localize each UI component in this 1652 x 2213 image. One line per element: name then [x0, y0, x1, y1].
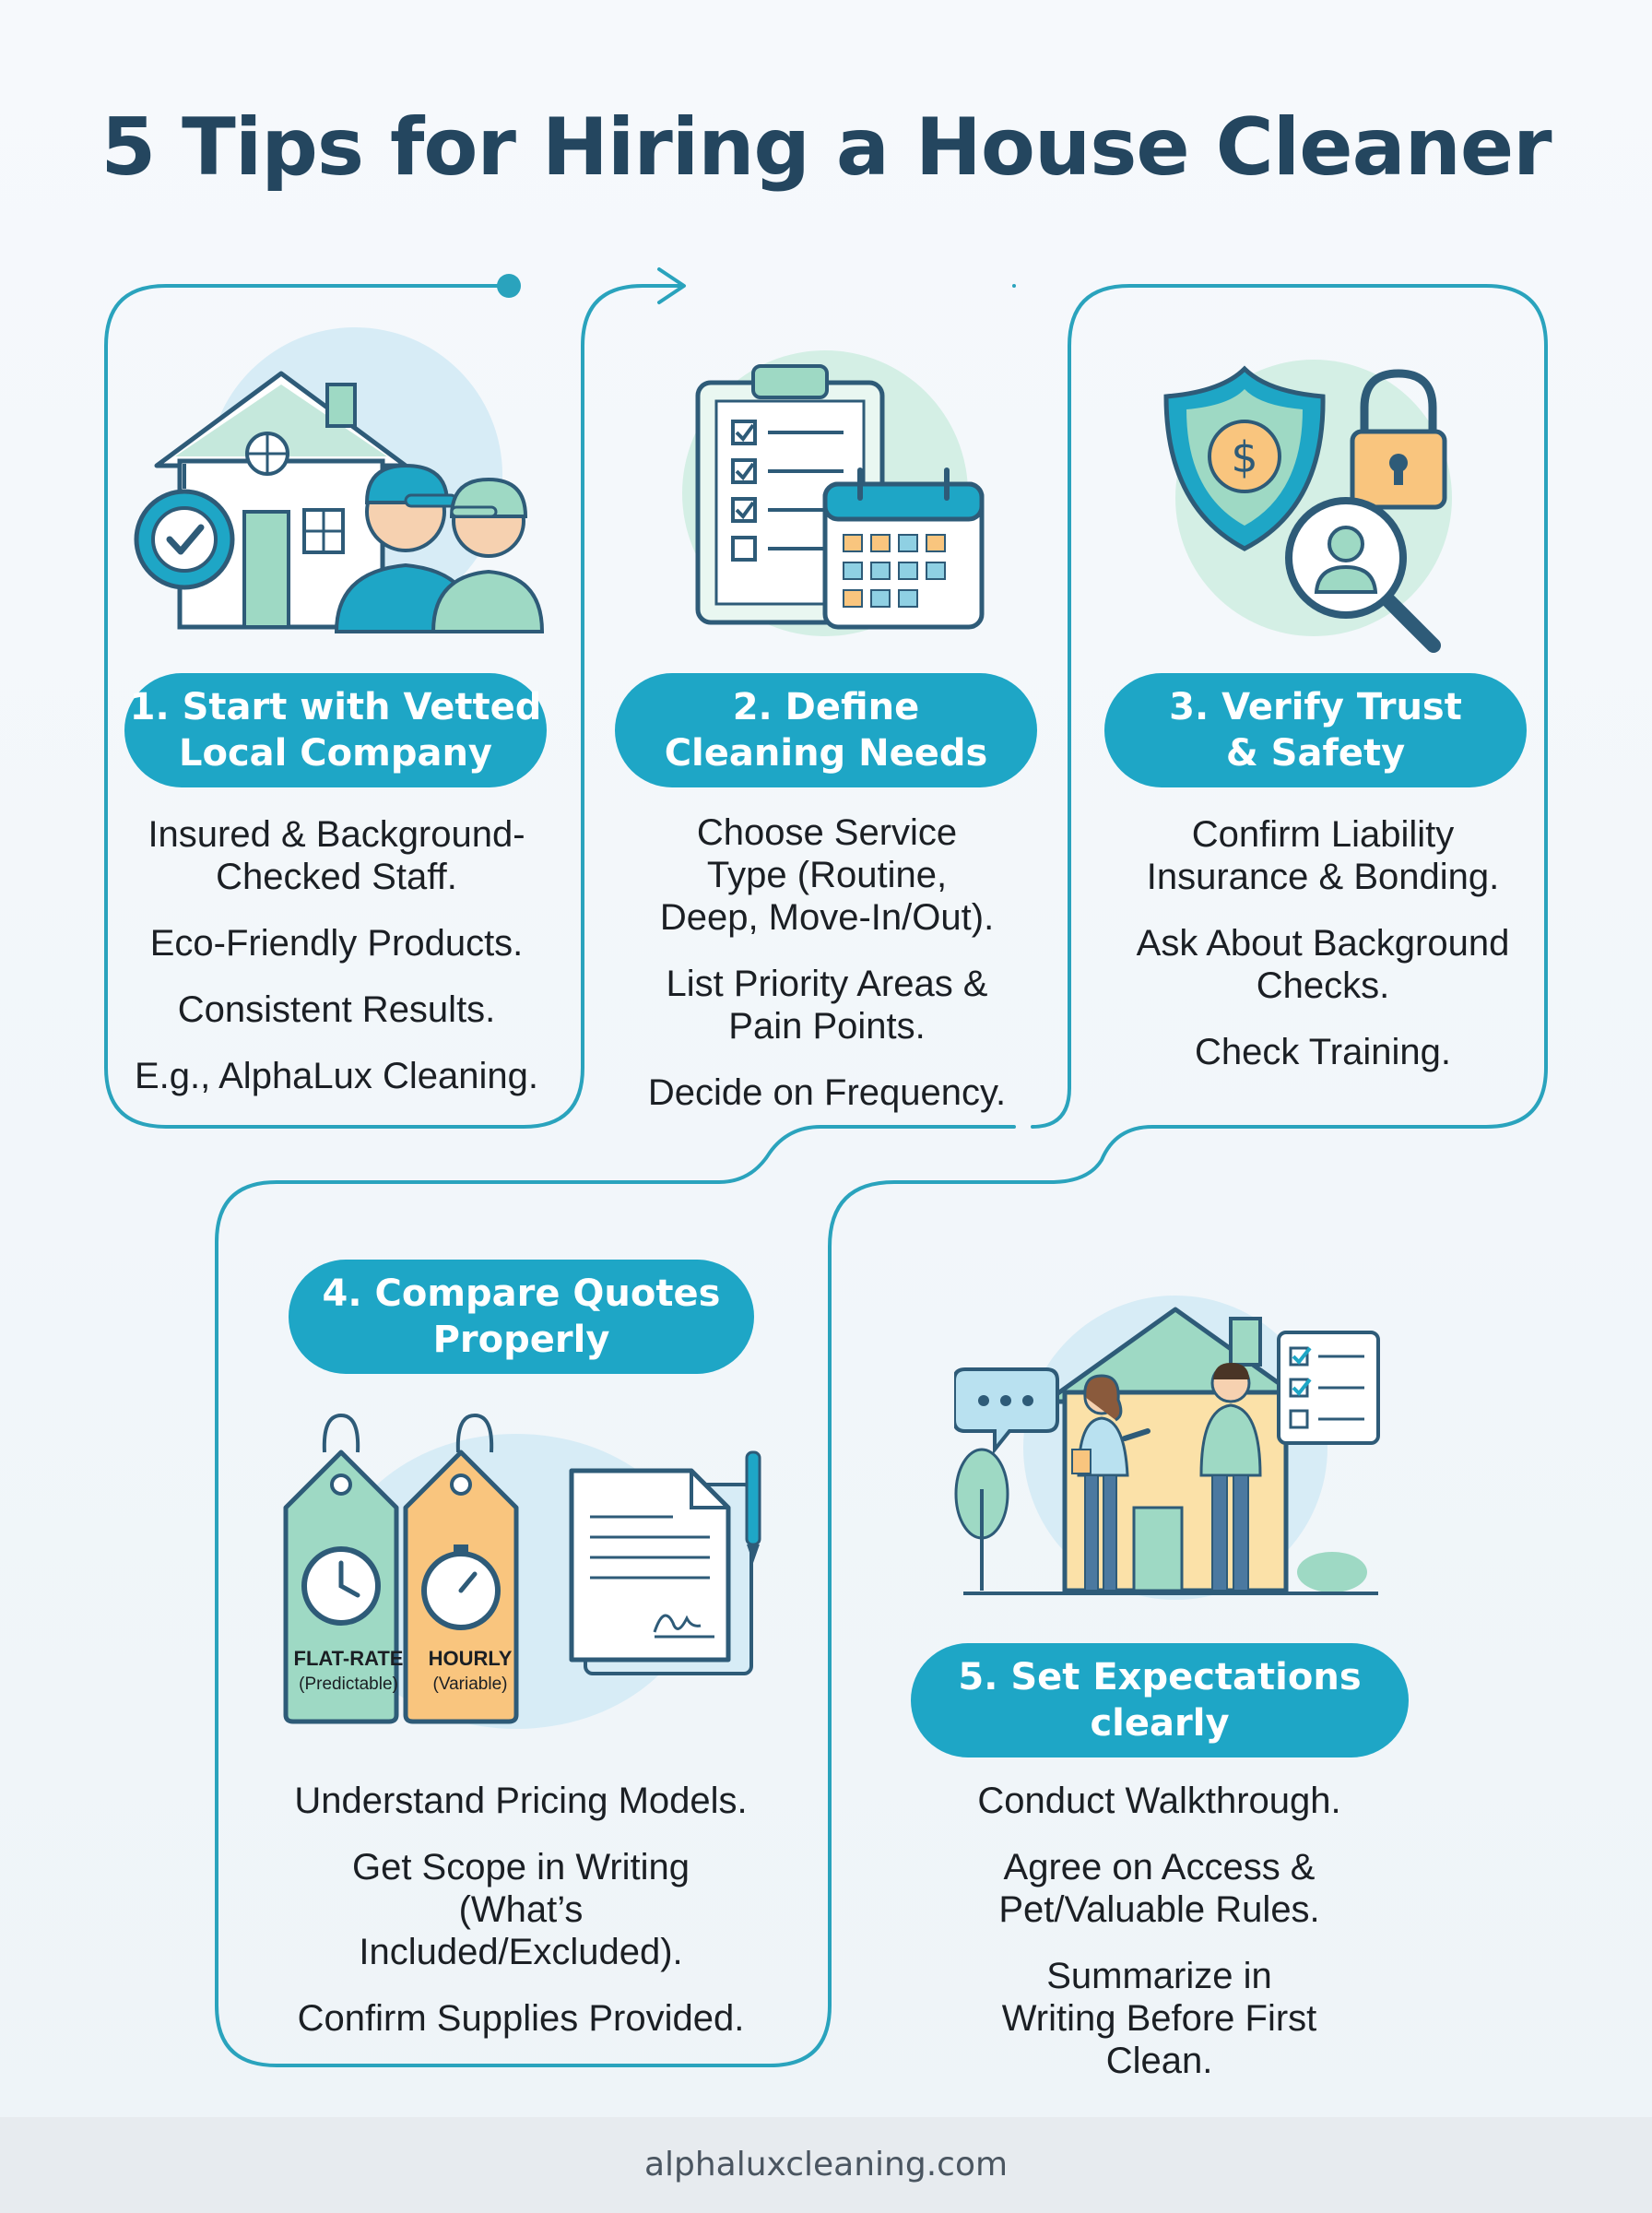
verified-badge-icon [134, 464, 235, 590]
cleaner-staff-icon [334, 463, 545, 633]
tip4-heading: 4. Compare Quotes Properly [289, 1260, 754, 1374]
tip1-body: Insured & Background-Checked Staff. Eco-… [120, 813, 553, 1121]
tip1-item: E.g., AlphaLux Cleaning. [134, 1056, 539, 1096]
tag-hourly-sub: (Variable) [432, 1675, 508, 1694]
tag-hourly-label: HOURLY [428, 1647, 513, 1670]
tip4-item: Understand Pricing Models. [294, 1781, 748, 1821]
tip5-body: Conduct Walkthrough. Agree on Access & P… [940, 1780, 1378, 2106]
tip1-heading-line1: 1. Start with Vetted [129, 686, 542, 728]
tip5-heading: 5. Set Expectations clearly [911, 1643, 1409, 1757]
tip3-heading-line2: & Safety [1225, 732, 1406, 775]
tip1-heading-line2: Local Company [179, 732, 492, 775]
footer-url[interactable]: alphaluxcleaning.com [0, 2117, 1652, 2213]
shield-dollar-icon: $ [1163, 365, 1326, 551]
padlock-icon [1350, 369, 1447, 510]
tag-flat-rate-sub: (Predictable) [299, 1675, 398, 1694]
checklist-icon [1277, 1331, 1380, 1445]
path-arrow-icon [657, 267, 686, 304]
tip5-illustration [954, 1296, 1380, 1600]
price-tag-icon [283, 1414, 519, 1724]
tip4-illustration [283, 1414, 761, 1729]
tip5-heading-line2: clearly [1090, 1702, 1230, 1745]
page-title: 5 Tips for Hiring a House Cleaner [100, 101, 1552, 194]
tip1-item: Consistent Results. [177, 989, 496, 1030]
tag-flat-rate-label: FLAT-RATE [293, 1647, 404, 1670]
tip2-heading-line2: Cleaning Needs [664, 732, 988, 775]
tip4-item: Get Scope in Writing (What’s Included/Ex… [351, 1847, 690, 1972]
path-start-dot [497, 274, 521, 298]
tip3-item: Check Training. [1195, 1032, 1451, 1072]
tip3-heading: 3. Verify Trust & Safety [1104, 673, 1527, 787]
tip1-item: Eco-Friendly Products. [149, 923, 524, 964]
calendar-icon [822, 467, 985, 630]
tip5-item: Agree on Access & Pet/Valuable Rules. [998, 1847, 1320, 1930]
tip5-item: Summarize in Writing Before First Clean. [1001, 1956, 1317, 2081]
chat-bubble-icon [954, 1367, 1059, 1455]
tip1-heading: 1. Start with Vetted Local Company [124, 673, 547, 787]
magnifier-person-icon [1285, 497, 1441, 653]
tip3-illustration: $ [1163, 360, 1452, 653]
tip3-item: Ask About Background Checks. [1136, 923, 1510, 1006]
tip3-heading-line1: 3. Verify Trust [1169, 686, 1462, 728]
tip2-heading: 2. Define Cleaning Needs [615, 673, 1037, 787]
svg-text:$: $ [1231, 432, 1257, 482]
tip5-item: Conduct Walkthrough. [977, 1781, 1341, 1821]
tip3-item: Confirm Liability Insurance & Bonding. [1146, 814, 1500, 897]
tip2-item: List Priority Areas & Pain Points. [666, 964, 988, 1047]
tip4-heading-line2: Properly [432, 1319, 610, 1361]
contract-pen-icon [569, 1450, 761, 1675]
tip4-body: Understand Pricing Models. Get Scope in … [272, 1780, 770, 2064]
tip1-item: Insured & Background-Checked Staff. [148, 814, 525, 897]
tip2-item: Decide on Frequency. [647, 1072, 1007, 1113]
tip4-item: Confirm Supplies Provided. [297, 1998, 745, 2039]
tip5-heading-line1: 5. Set Expectations [958, 1656, 1362, 1698]
tip3-body: Confirm Liability Insurance & Bonding. A… [1115, 813, 1530, 1097]
tip4-heading-line1: 4. Compare Quotes [322, 1272, 721, 1315]
tip2-heading-line1: 2. Define [732, 686, 920, 728]
tip2-item: Choose Service Type (Routine, Deep, Move… [659, 812, 995, 938]
house-people-icon [954, 1307, 1378, 1595]
tip2-illustration [682, 350, 985, 636]
tip2-body: Choose Service Type (Routine, Deep, Move… [620, 811, 1034, 1138]
tip1-illustration [134, 327, 545, 633]
